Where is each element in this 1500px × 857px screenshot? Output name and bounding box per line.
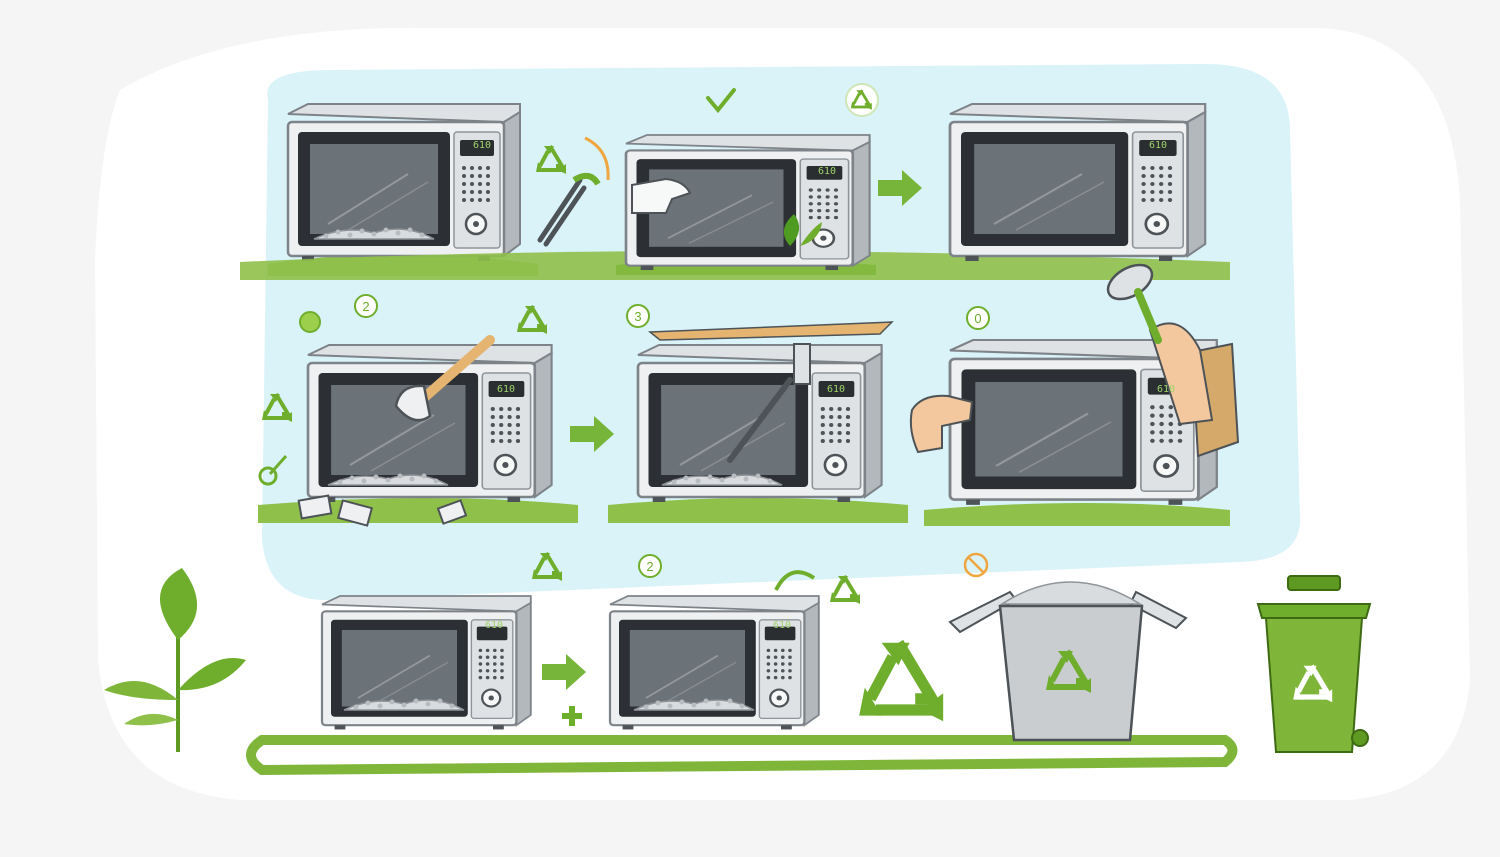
hand-icon <box>631 177 692 214</box>
step-3-microwave <box>948 102 1207 263</box>
step-8-display: 610 <box>773 620 791 631</box>
bag-icon <box>1148 322 1240 458</box>
step-6-display: 610 <box>1157 384 1175 395</box>
step-marker-3-label: 0 <box>974 311 981 326</box>
lid-board <box>647 321 894 341</box>
sparkle-icon <box>299 311 321 333</box>
step-marker-3: 0 <box>966 306 990 330</box>
plant-icon <box>104 568 246 752</box>
step-marker-1: 2 <box>354 294 378 318</box>
pliers-icon <box>727 343 811 463</box>
step-7-display: 610 <box>485 620 503 631</box>
return-arrow-icon <box>774 570 816 591</box>
step-2-microwave <box>616 133 876 275</box>
recycling-track <box>246 735 1238 776</box>
step-marker-4: 2 <box>638 554 662 578</box>
step-marker-2-label: 3 <box>634 309 641 324</box>
step-5-display: 610 <box>827 384 845 395</box>
hammer-icon <box>394 335 495 422</box>
swap-arrow-icon <box>584 136 610 181</box>
step-marker-1-label: 2 <box>362 299 369 314</box>
step-6-microwave <box>924 338 1230 526</box>
sprout-icon <box>562 706 582 726</box>
step-1-display: 610 <box>473 140 491 151</box>
recycle-icon <box>845 83 879 117</box>
step-marker-2: 3 <box>626 304 650 328</box>
step-2-display: 610 <box>818 166 836 177</box>
pliers-icon <box>537 172 601 247</box>
recycling-bin-icon <box>1256 575 1372 753</box>
step-4-display: 610 <box>497 384 515 395</box>
step-3-display: 610 <box>1149 140 1167 151</box>
step-5-microwave <box>608 343 908 523</box>
step-marker-4-label: 2 <box>646 559 653 574</box>
scoop-icon <box>1106 263 1162 344</box>
check-icon <box>258 455 288 486</box>
step-7-microwave <box>320 594 532 731</box>
step-1-microwave <box>268 102 538 276</box>
debris-scraps <box>297 494 468 527</box>
open-recycling-box <box>948 581 1188 742</box>
check-icon <box>706 88 736 114</box>
no-symbol-icon <box>963 552 989 578</box>
leaf-icon <box>783 214 822 246</box>
hand-icon <box>909 394 974 454</box>
step-8-microwave <box>608 594 820 731</box>
